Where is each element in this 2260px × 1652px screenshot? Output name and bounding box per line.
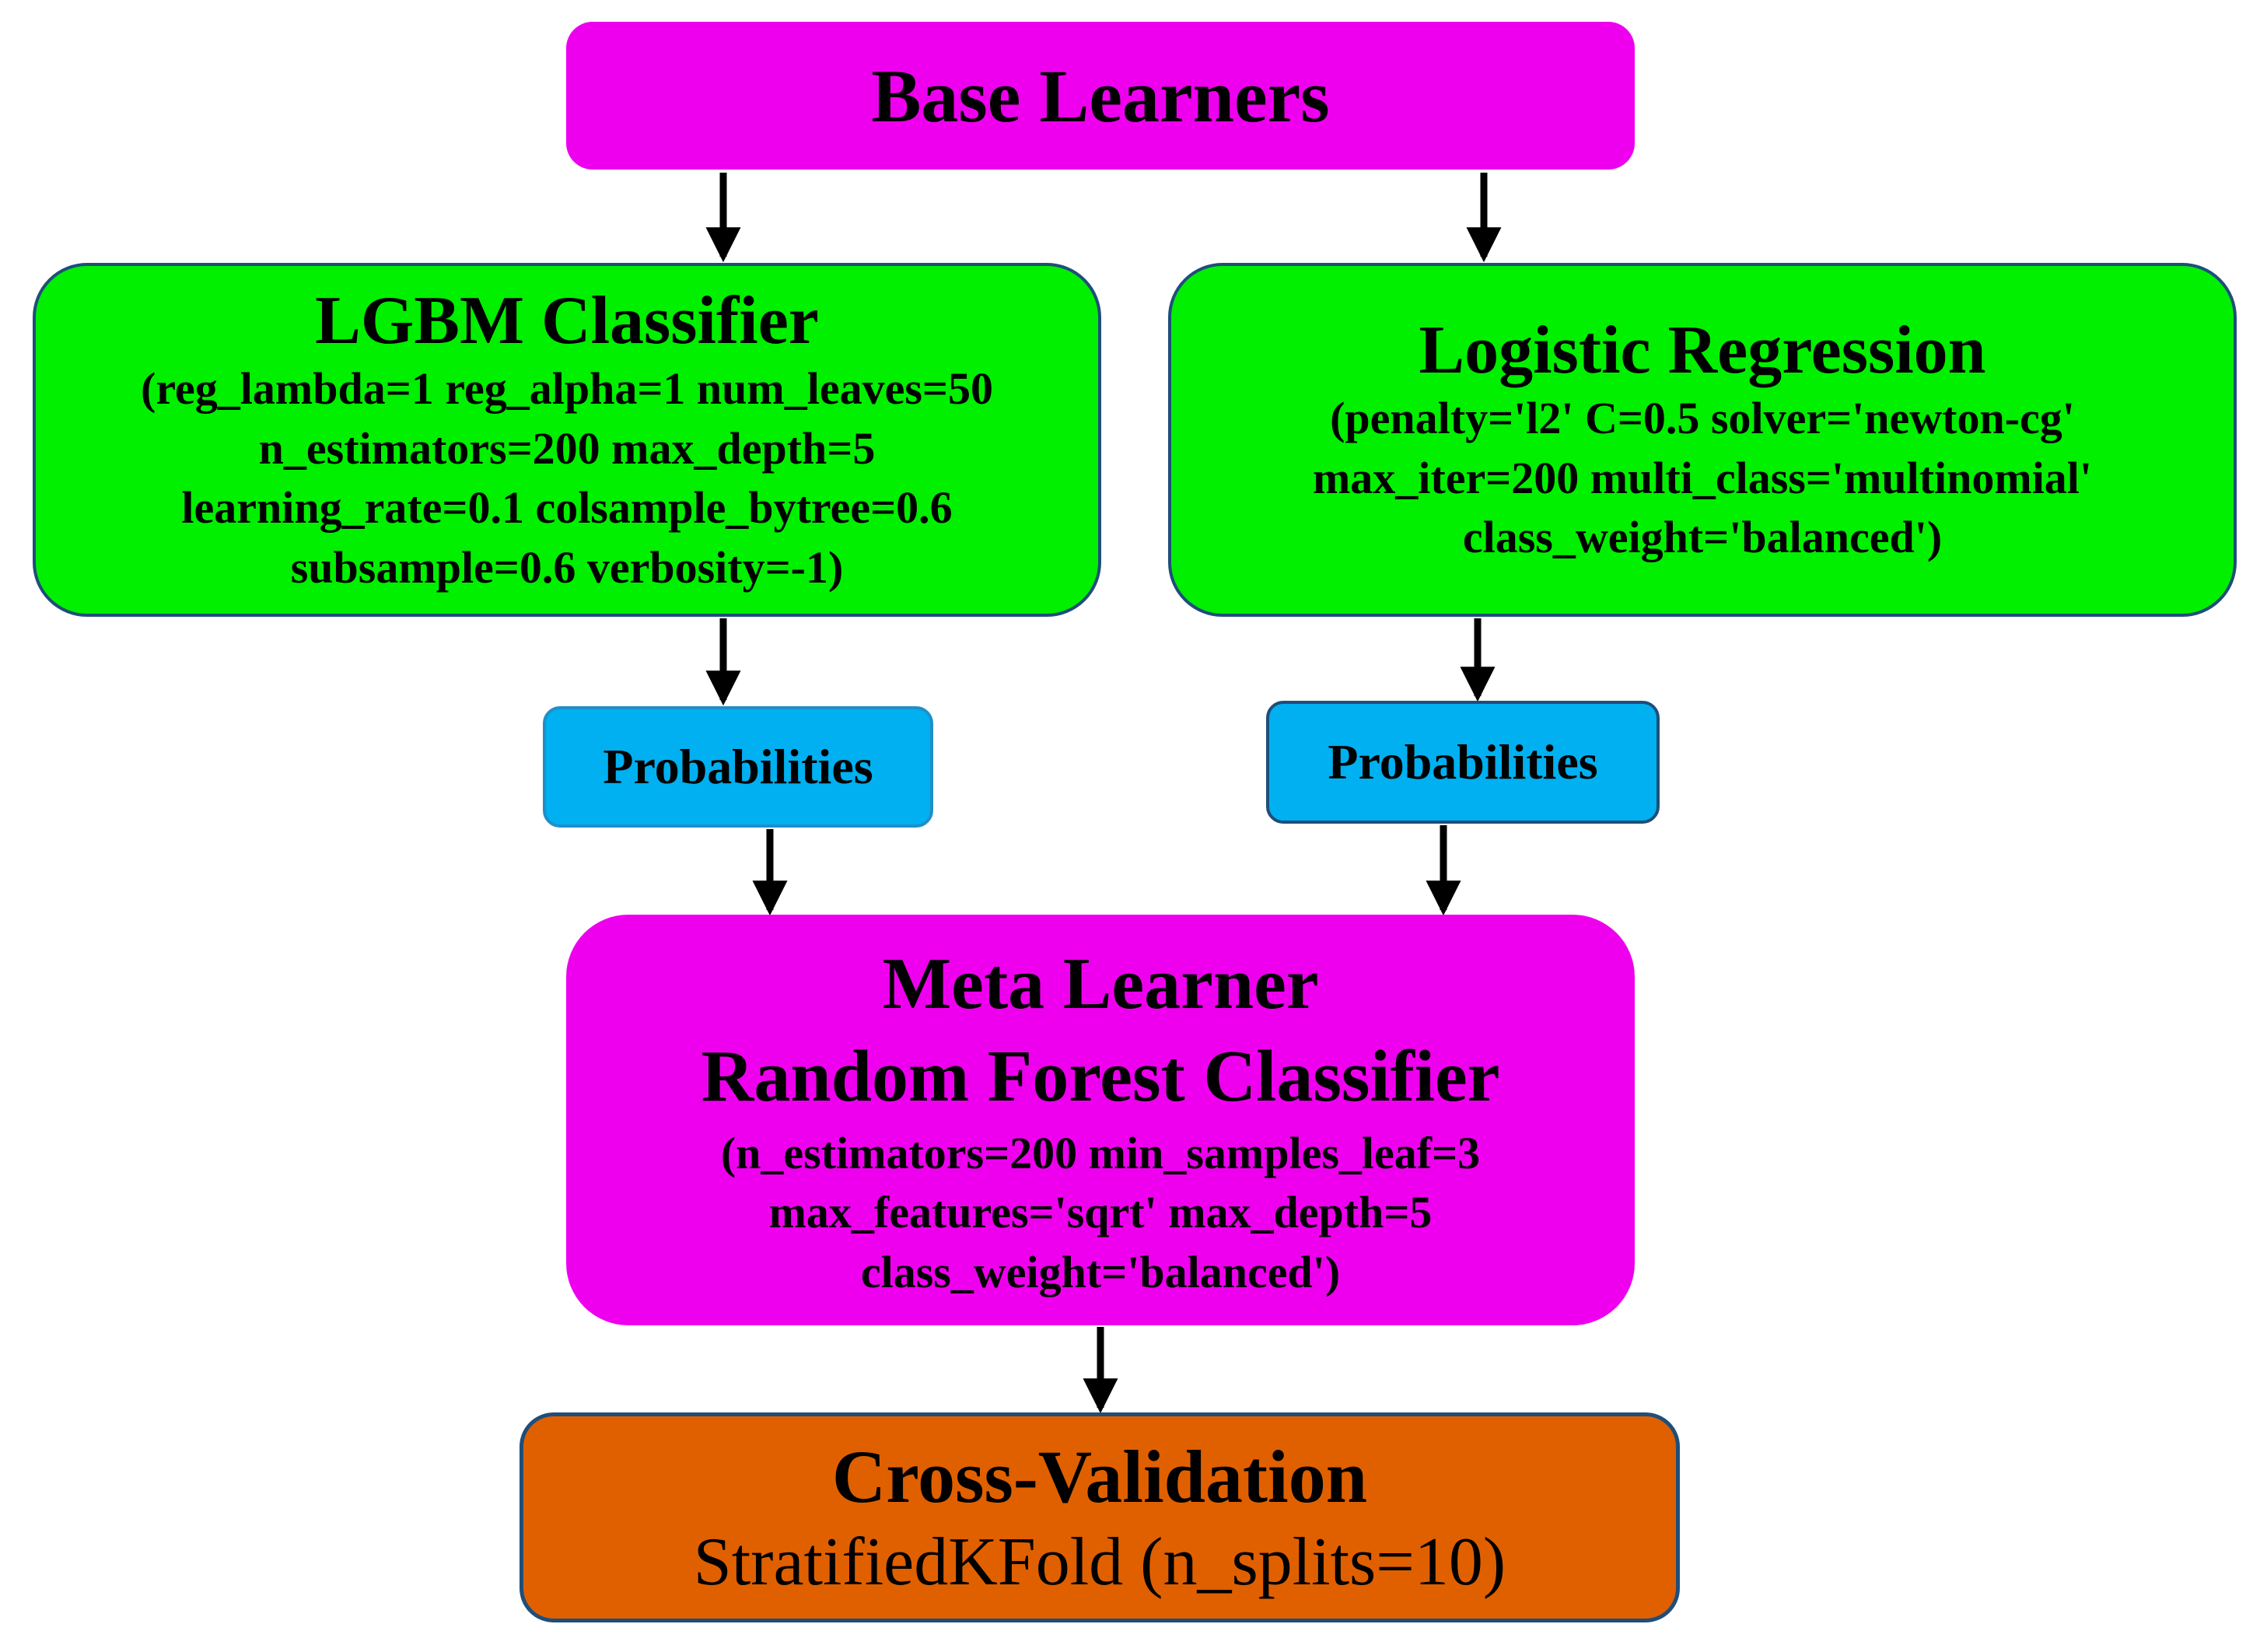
meta-learner-param-line: (n_estimators=200 min_samples_leaf=3 xyxy=(720,1127,1481,1178)
probabilities-right-box: Probabilities xyxy=(1266,701,1660,824)
meta-learner-param-line: class_weight='balanced') xyxy=(860,1246,1341,1297)
lgbm-param-line: subsample=0.6 verbosity=-1) xyxy=(290,541,844,593)
lgbm-param-line: n_estimators=200 max_depth=5 xyxy=(258,422,876,474)
probabilities-left-label: Probabilities xyxy=(603,739,873,794)
lgbm-param-line: learning_rate=0.1 colsample_bytree=0.6 xyxy=(181,482,953,534)
logistic-regression-title: Logistic Regression xyxy=(1419,312,1986,388)
cross-validation-box: Cross-Validation StratifiedKFold (n_spli… xyxy=(520,1412,1680,1622)
cross-validation-title: Cross-Validation xyxy=(831,1434,1368,1518)
logistic-regression-box: Logistic Regression (penalty='l2' C=0.5 … xyxy=(1168,263,2237,617)
probabilities-right-label: Probabilities xyxy=(1328,734,1598,789)
logreg-param-line: (penalty='l2' C=0.5 solver='newton-cg' xyxy=(1330,393,2075,444)
meta-learner-subtitle: Random Forest Classifier xyxy=(701,1036,1500,1118)
lgbm-param-line: (reg_lambda=1 reg_alpha=1 num_leaves=50 xyxy=(141,363,993,415)
cross-validation-subtitle: StratifiedKFold (n_splits=10) xyxy=(693,1524,1506,1600)
meta-learner-title: Meta Learner xyxy=(882,943,1319,1024)
meta-learner-box: Meta Learner Random Forest Classifier (n… xyxy=(566,915,1635,1325)
logreg-param-line: class_weight='balanced') xyxy=(1462,512,1943,563)
base-learners-title: Base Learners xyxy=(871,54,1330,138)
lgbm-classifier-box: LGBM Classifier (reg_lambda=1 reg_alpha=… xyxy=(33,263,1101,617)
base-learners-box: Base Learners xyxy=(566,22,1635,170)
meta-learner-param-line: max_features='sqrt' max_depth=5 xyxy=(768,1187,1433,1238)
logreg-param-line: max_iter=200 multi_class='multinomial' xyxy=(1312,452,2093,503)
lgbm-classifier-title: LGBM Classifier xyxy=(315,282,819,359)
probabilities-left-box: Probabilities xyxy=(543,706,933,828)
